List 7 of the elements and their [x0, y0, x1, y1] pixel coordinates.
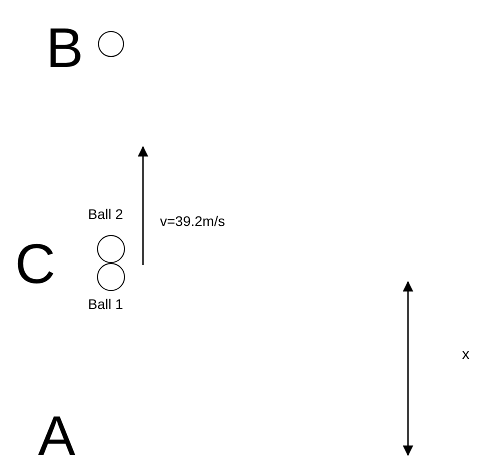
dimension-label: x [462, 347, 470, 362]
point-letter: C [15, 236, 56, 292]
ball-label: Ball 2 [88, 207, 124, 221]
point-letter: A [38, 408, 76, 464]
point-letter: B [46, 20, 84, 76]
ball-label: Ball 1 [88, 297, 124, 311]
velocity-label: v=39.2m/s [160, 214, 225, 228]
